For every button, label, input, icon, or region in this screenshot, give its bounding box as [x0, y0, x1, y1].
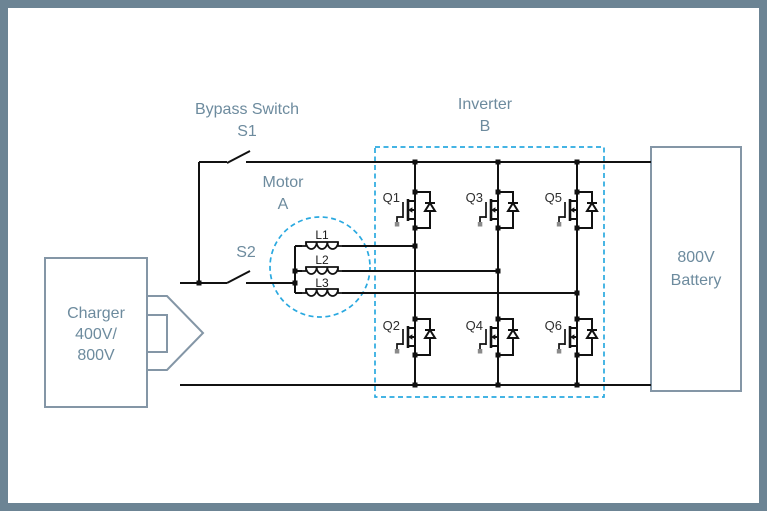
switch-s1-lever [226, 150, 251, 164]
battery-label-line1: 800V [677, 249, 715, 266]
motor-label: Motor [263, 174, 305, 191]
charger-output-arrow-icon [147, 295, 205, 371]
charger-label-line2: 400V/ [75, 326, 117, 343]
transistor-q2-label: Q2 [383, 318, 400, 333]
transistor-q3-label: Q3 [466, 190, 483, 205]
bypass-switch-label: Bypass Switch [195, 101, 299, 118]
charger-label-line3: 800V [77, 347, 115, 364]
junction-dots [196, 159, 580, 388]
transistor-q6-label: Q6 [545, 318, 562, 333]
motor-ref: A [278, 196, 289, 213]
inductor-l3-icon [301, 288, 343, 297]
inverter-ref: B [480, 118, 491, 135]
inductor-l1-icon [301, 241, 343, 250]
transistor-q1-label: Q1 [383, 190, 400, 205]
inductor-l3-label: L3 [315, 276, 329, 290]
charger-box [44, 257, 148, 408]
switch-s2-lever [226, 270, 251, 284]
switch-s2-label: S2 [236, 244, 256, 261]
inductor-l2-label: L2 [315, 253, 329, 267]
inductor-l1-label: L1 [315, 228, 329, 242]
transistor-q4-label: Q4 [466, 318, 483, 333]
inverter-label: Inverter [458, 96, 513, 113]
bypass-switch-ref: S1 [237, 123, 257, 140]
battery-label-line2: Battery [671, 272, 722, 289]
charger-label-line1: Charger [67, 305, 125, 322]
transistor-q5-label: Q5 [545, 190, 562, 205]
inductor-l2-icon [301, 266, 343, 275]
motor-dashed-boundary [269, 216, 371, 318]
battery-box [650, 146, 742, 392]
